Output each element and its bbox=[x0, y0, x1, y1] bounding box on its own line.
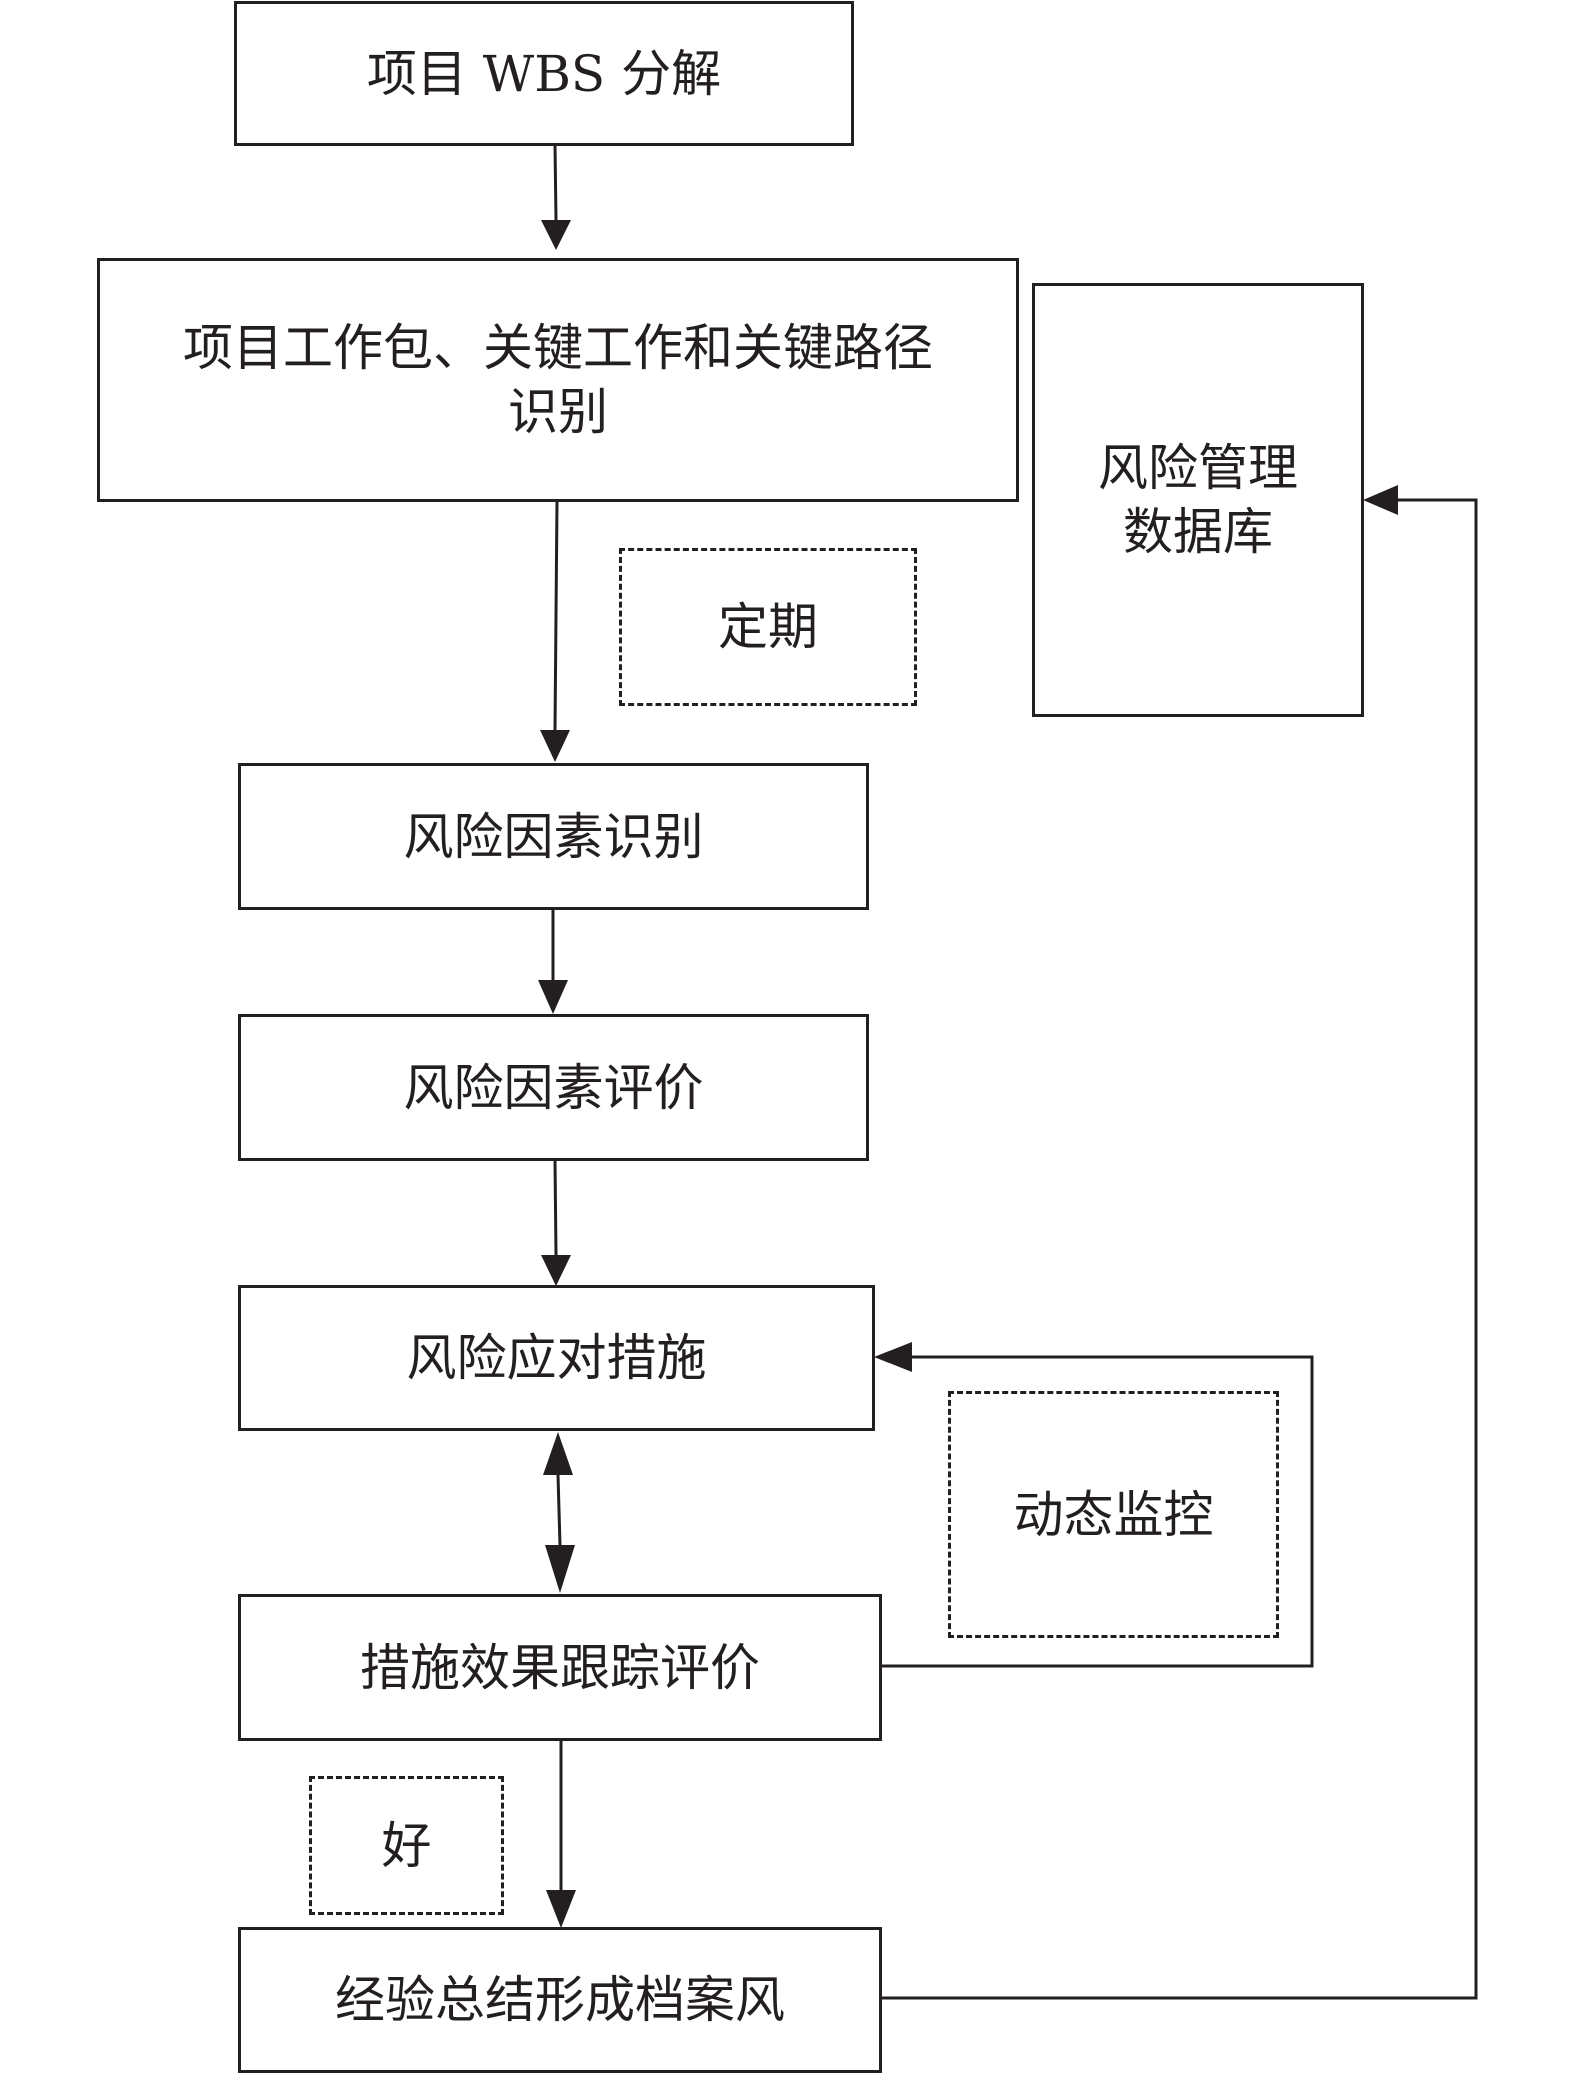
node-risk-database-label-line1: 风险管理 bbox=[1098, 439, 1298, 497]
annotation-periodic-label: 定期 bbox=[718, 598, 818, 656]
feedback-loop-dynamic bbox=[882, 1355, 1314, 1668]
node-risk-evaluation-label: 风险因素评价 bbox=[403, 1058, 704, 1117]
annotation-good: 好 bbox=[309, 1776, 504, 1915]
arrowhead-up-5 bbox=[543, 1432, 573, 1475]
arrowhead-down-4 bbox=[541, 1255, 571, 1286]
arrowhead-down-5 bbox=[545, 1545, 575, 1593]
node-risk-response: 风险应对措施 bbox=[238, 1285, 875, 1431]
arrow-workpackage-to-identification bbox=[553, 500, 559, 731]
node-work-package: 项目工作包、关键工作和关键路径 识别 bbox=[97, 258, 1019, 502]
arrowhead-down-2 bbox=[540, 730, 570, 762]
node-risk-database-label-line2: 数据库 bbox=[1123, 503, 1273, 561]
arrowhead-down-6 bbox=[546, 1890, 576, 1928]
node-risk-identification: 风险因素识别 bbox=[238, 763, 869, 910]
node-risk-database: 风险管理 数据库 bbox=[1032, 283, 1364, 717]
annotation-dynamic-monitoring-label: 动态监控 bbox=[1013, 1485, 1214, 1544]
arrowhead-down-1 bbox=[541, 220, 571, 250]
node-experience-archive: 经验总结形成档案风 bbox=[238, 1927, 882, 2073]
arrowhead-left-feedback bbox=[874, 1342, 912, 1372]
arrowhead-left-database bbox=[1363, 485, 1398, 515]
annotation-good-label: 好 bbox=[381, 1816, 432, 1875]
node-risk-evaluation: 风险因素评价 bbox=[238, 1014, 869, 1161]
node-effect-tracking: 措施效果跟踪评价 bbox=[238, 1594, 882, 1741]
feedback-loop-database bbox=[882, 498, 1478, 2000]
node-work-package-label-line1: 项目工作包、关键工作和关键路径 bbox=[183, 319, 933, 377]
node-experience-archive-label: 经验总结形成档案风 bbox=[335, 1971, 785, 2029]
node-wbs: 项目 WBS 分解 bbox=[234, 1, 854, 146]
node-effect-tracking-label: 措施效果跟踪评价 bbox=[360, 1638, 760, 1697]
node-work-package-label-line2: 识别 bbox=[508, 383, 608, 441]
node-risk-response-label: 风险应对措施 bbox=[406, 1329, 707, 1387]
annotation-dynamic-monitoring: 动态监控 bbox=[948, 1391, 1279, 1638]
arrow-wbs-to-workpackage bbox=[553, 144, 558, 221]
annotation-periodic: 定期 bbox=[619, 548, 917, 706]
node-wbs-label: 项目 WBS 分解 bbox=[366, 44, 722, 103]
arrow-response-tracking-bidirectional bbox=[556, 1474, 562, 1546]
node-risk-identification-label: 风险因素识别 bbox=[403, 807, 704, 866]
arrowhead-down-3 bbox=[538, 980, 568, 1014]
arrow-evaluation-to-response bbox=[553, 1159, 558, 1256]
